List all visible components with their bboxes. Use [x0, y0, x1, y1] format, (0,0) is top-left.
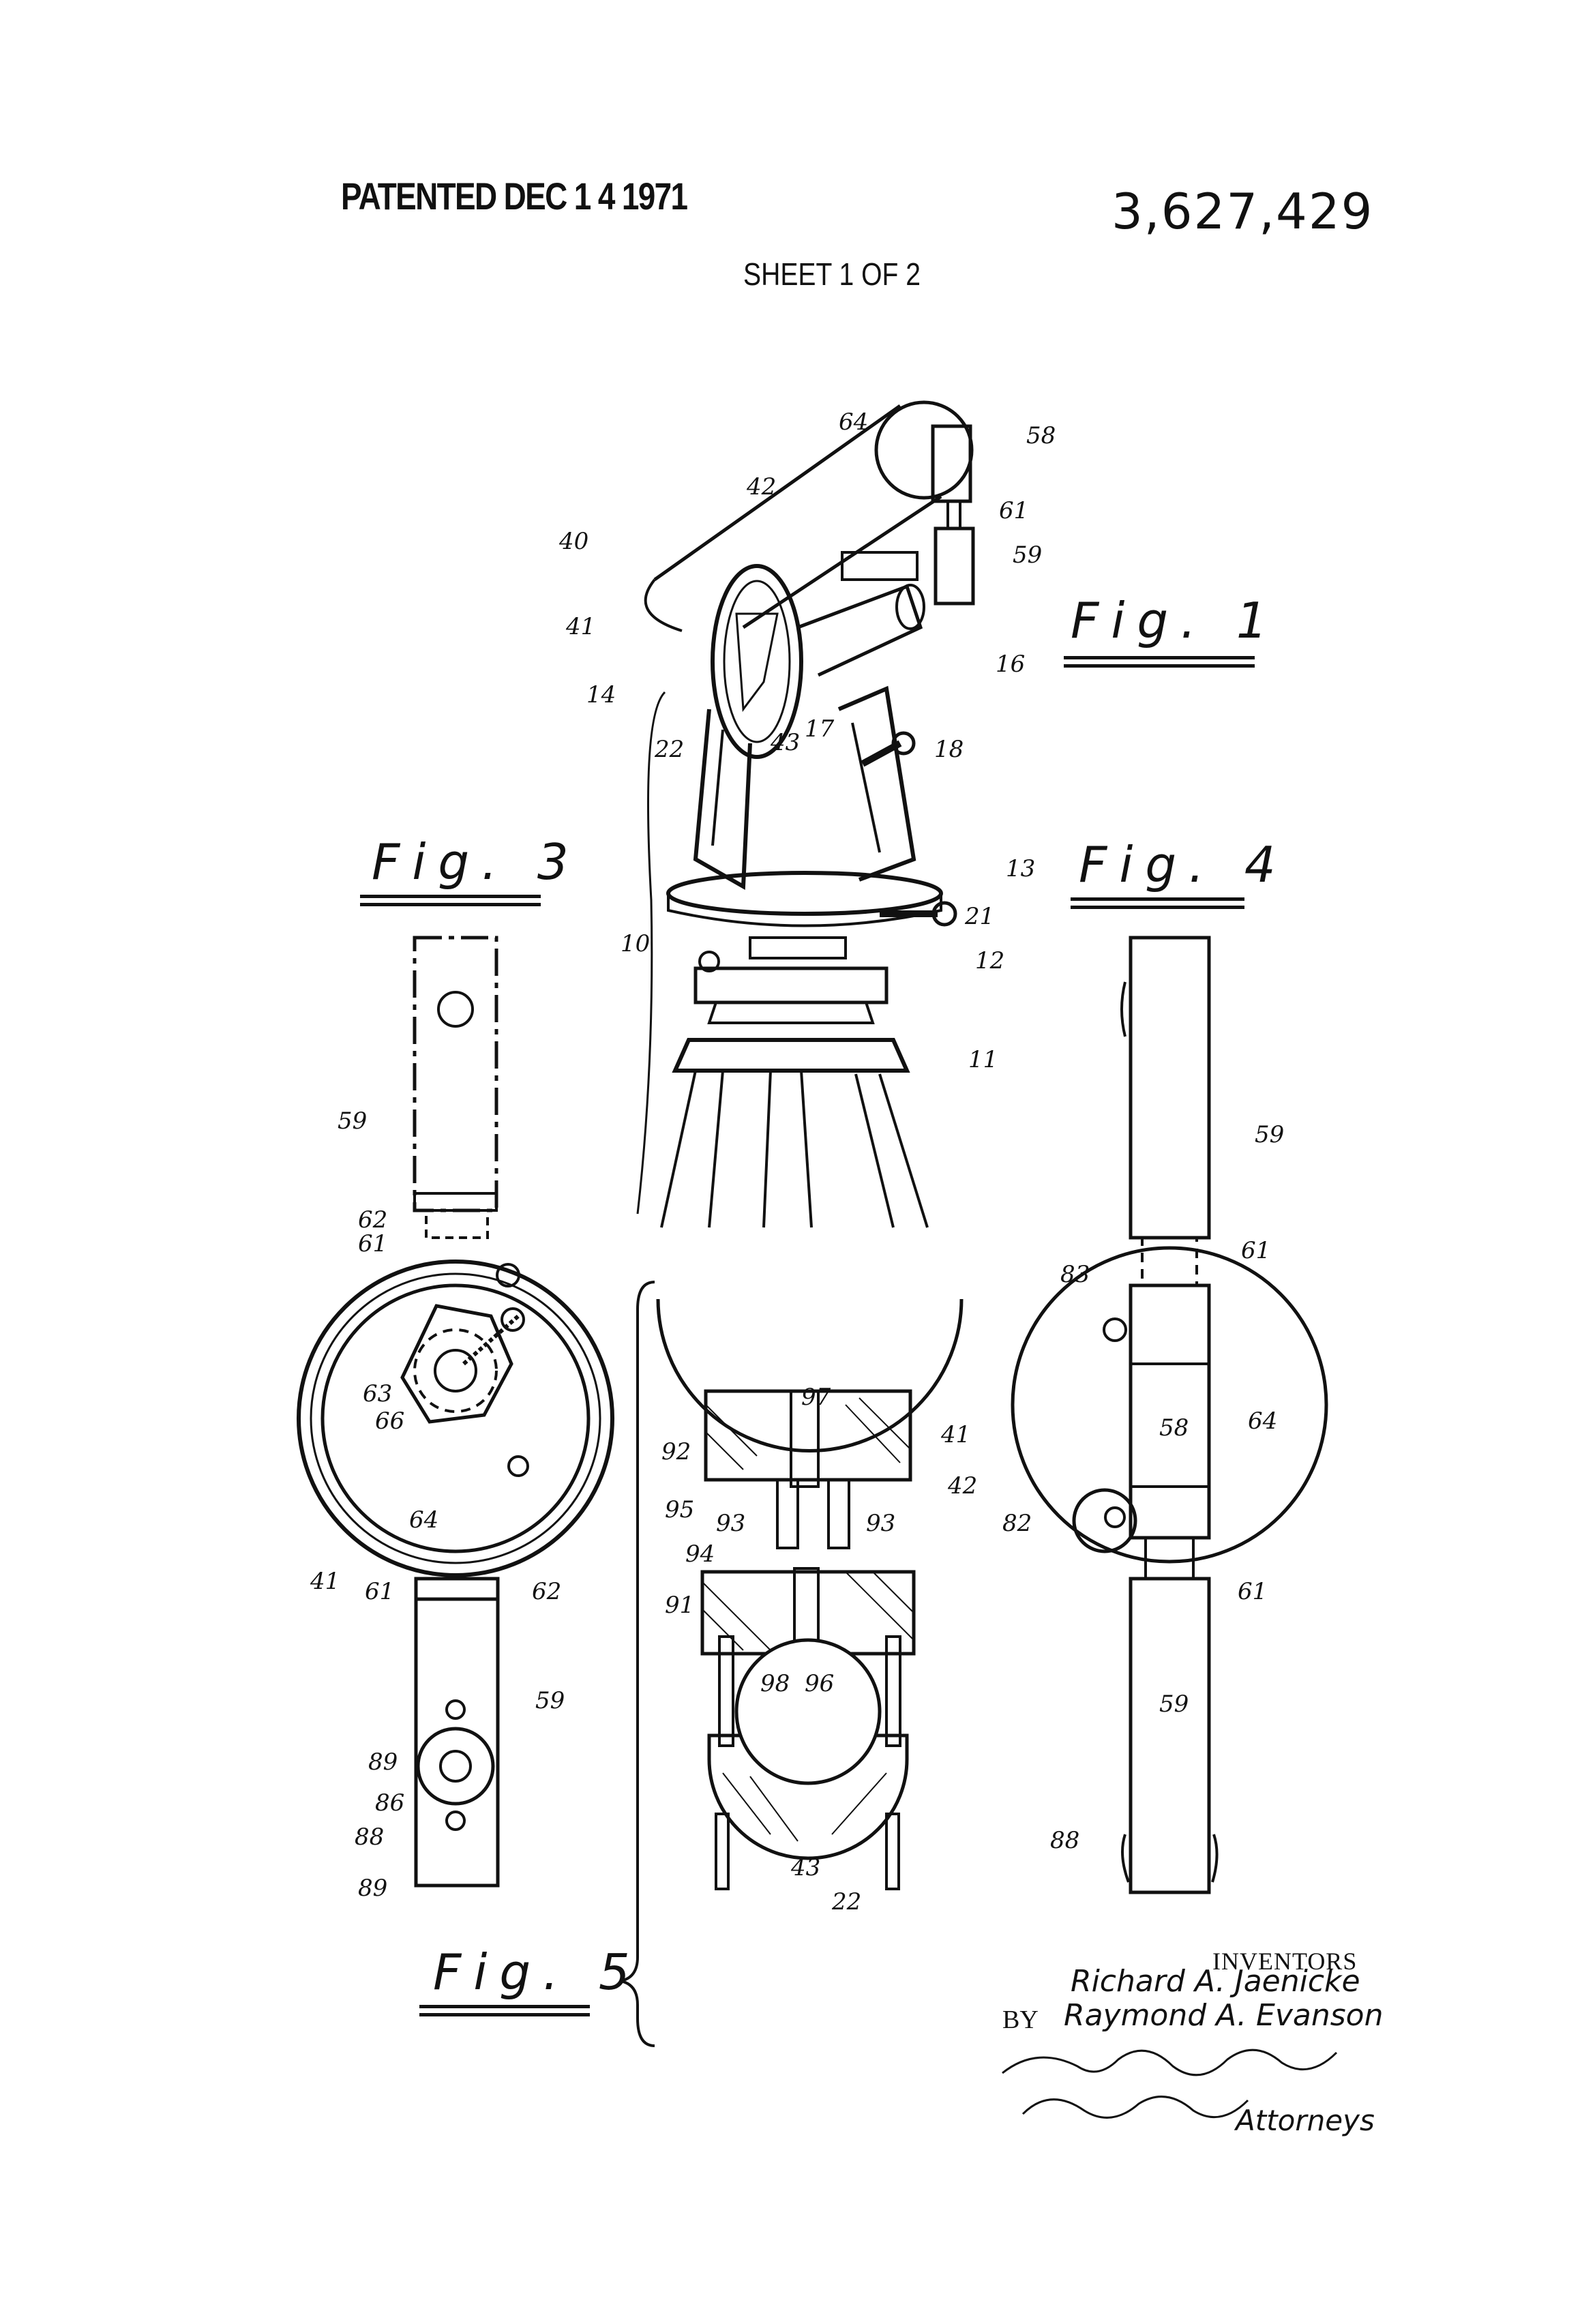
numeral: 58: [1159, 1414, 1189, 1442]
numeral: 21: [964, 903, 994, 930]
numeral: 41: [310, 1568, 340, 1595]
numeral: 64: [839, 408, 868, 436]
fig5-label: Fig. 5: [433, 1943, 642, 2001]
numeral: 22: [654, 736, 684, 763]
fig3-drawing: [297, 936, 614, 1888]
inventors-heading: INVENTORS: [1212, 1948, 1358, 1975]
numeral: 62: [358, 1206, 387, 1234]
inventor-name: Richard A. Jaenicke: [1071, 1964, 1360, 1999]
numeral: 94: [685, 1540, 715, 1568]
numeral: 22: [831, 1888, 861, 1916]
numeral: 43: [790, 1854, 820, 1881]
numeral: 83: [1060, 1261, 1090, 1288]
numeral: 17: [805, 715, 835, 743]
numeral: 61: [365, 1578, 394, 1605]
numeral: 88: [355, 1823, 384, 1851]
fig5-drawing: [620, 1281, 964, 2047]
numeral: 11: [968, 1046, 998, 1073]
fig4-drawing: [1011, 936, 1328, 1894]
numeral: 12: [975, 947, 1004, 974]
numeral: 59: [535, 1687, 565, 1714]
numeral: 41: [940, 1421, 970, 1448]
attorneys-label: Attorneys: [1236, 2104, 1375, 2137]
numeral: 62: [532, 1578, 561, 1605]
fig1-numerals: 64 58 42 61 40 59 41 16 14 17 43 18 22 1…: [558, 408, 1056, 1073]
numeral: 41: [565, 613, 595, 640]
numeral: 14: [586, 681, 616, 709]
fig5-numerals: 97 41 92 42 95 93 93 94 91 98 96 43 22: [661, 1384, 977, 1916]
fig1-drawing: [636, 400, 975, 1228]
numeral: 95: [665, 1496, 694, 1523]
numeral: 16: [996, 651, 1025, 678]
numeral: 40: [558, 528, 588, 555]
by-label: BY: [1002, 2006, 1039, 2034]
numeral: 92: [661, 1438, 691, 1465]
numeral: 61: [1238, 1578, 1267, 1605]
numeral: 86: [375, 1789, 404, 1817]
numeral: 42: [947, 1472, 977, 1500]
numeral: 89: [358, 1875, 387, 1902]
fig4-numerals: 59 61 83 58 64 82 61 59 88: [1002, 1121, 1284, 1854]
patented-date: PATENTED DEC 1 4 1971: [341, 175, 688, 218]
numeral: 97: [801, 1384, 831, 1411]
numeral: 61: [999, 497, 1028, 524]
numeral: 89: [368, 1748, 398, 1776]
numeral: 61: [1241, 1237, 1270, 1264]
numeral: 98: [760, 1670, 790, 1697]
numeral: 61: [358, 1230, 387, 1257]
numeral: 59: [1255, 1121, 1284, 1148]
numeral: 66: [375, 1407, 404, 1435]
fig4-label: Fig. 4: [1079, 836, 1288, 893]
numeral: 42: [746, 473, 776, 501]
numeral: 82: [1002, 1510, 1032, 1537]
attorney-signature: [1002, 2049, 1338, 2119]
inventor-name: Raymond A. Evanson: [1064, 1998, 1384, 2033]
numeral: 91: [665, 1592, 694, 1619]
fig1-label: Fig. 1: [1071, 592, 1280, 649]
fig3-numerals: 59 62 61 63 66 64 41 61 62 59 89 86 88 8…: [310, 1107, 565, 1902]
numeral: 88: [1050, 1827, 1079, 1854]
fig3-label: Fig. 3: [372, 833, 581, 891]
numeral: 58: [1026, 422, 1056, 449]
numeral: 93: [716, 1510, 745, 1537]
numeral: 93: [866, 1510, 895, 1537]
sheet-indicator: SHEET 1 OF 2: [743, 256, 921, 292]
numeral: 10: [621, 930, 650, 957]
numeral: 64: [1248, 1407, 1277, 1435]
numeral: 18: [934, 736, 964, 763]
numeral: 43: [770, 729, 800, 756]
numeral: 59: [338, 1107, 367, 1135]
patent-number: 3,627,429: [1111, 183, 1374, 240]
numeral: 59: [1159, 1690, 1189, 1718]
numeral: 63: [363, 1380, 392, 1407]
numeral: 96: [805, 1670, 834, 1697]
numeral: 13: [1006, 855, 1035, 882]
numeral: 59: [1013, 541, 1042, 569]
numeral: 64: [409, 1506, 438, 1534]
